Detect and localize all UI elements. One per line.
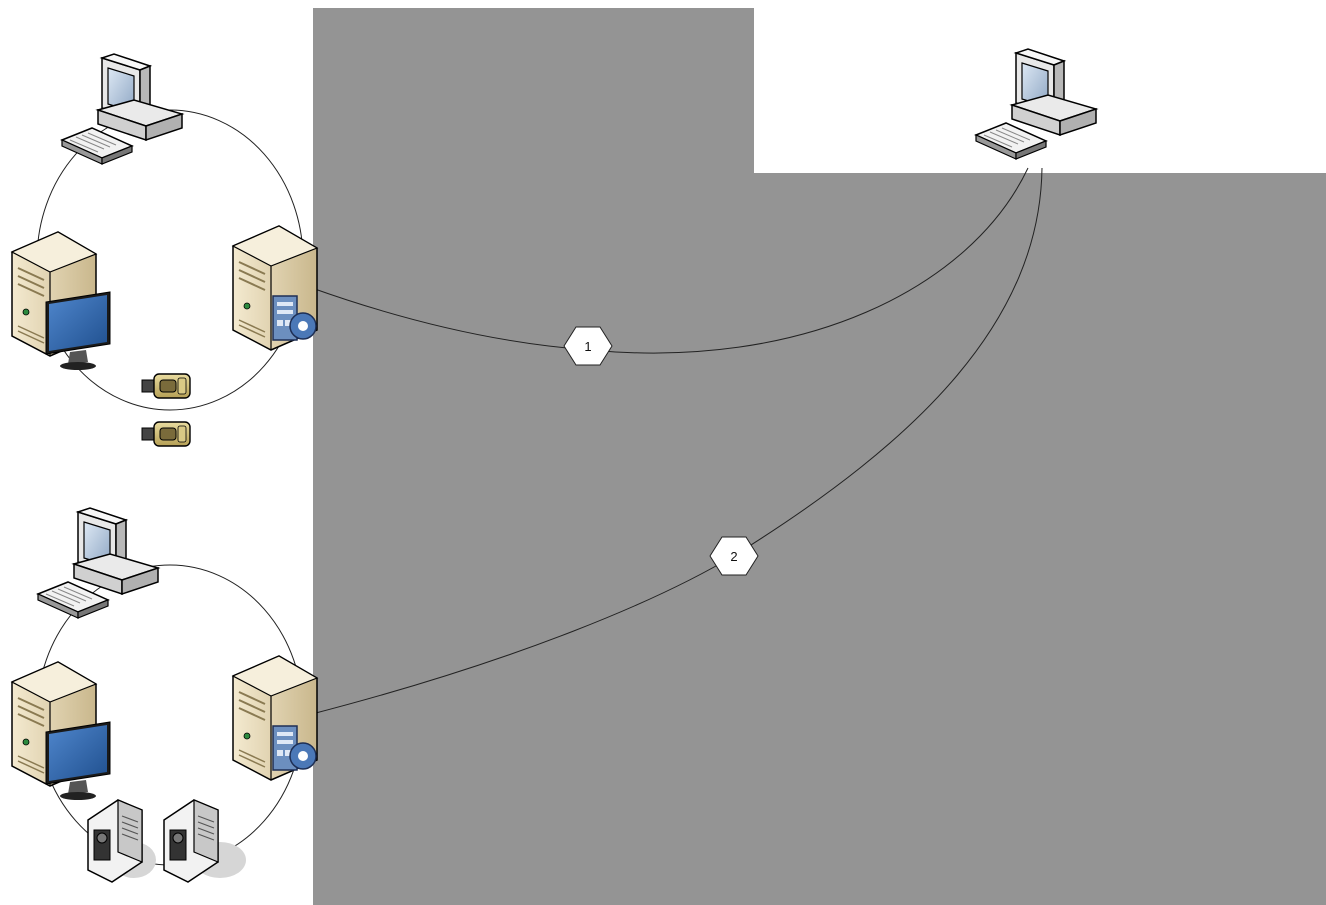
- site-2-camcorder-icon: [163, 799, 246, 883]
- site-2-camcorder-icon: [87, 799, 156, 883]
- connection-1-badge: 1: [563, 326, 613, 366]
- connection-2-label: 2: [730, 549, 737, 564]
- connection-1-line: [311, 167, 1029, 354]
- connection-2-badge: 2: [709, 536, 759, 576]
- connection-1-label: 1: [584, 339, 591, 354]
- site-1-recording-server-icon: [232, 225, 318, 351]
- site-2-recording-server-icon: [232, 655, 318, 781]
- shaded-region: [313, 8, 1326, 905]
